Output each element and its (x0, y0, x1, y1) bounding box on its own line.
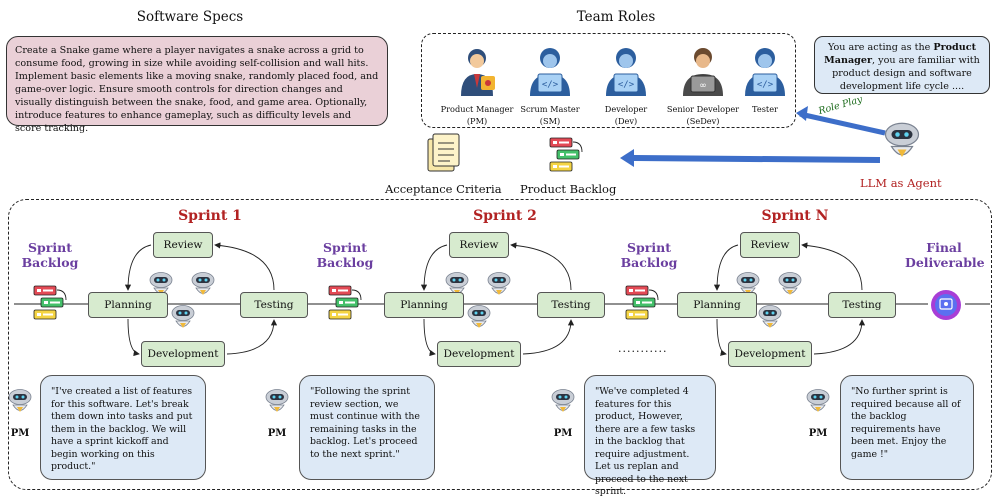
role-abbr: (SeDev) (686, 116, 720, 126)
loop-arrow (214, 242, 275, 291)
phase-testing: Testing (240, 292, 308, 318)
roles-title: Team Roles (576, 9, 656, 25)
loop-arrow (813, 319, 866, 355)
role-name: Scrum Master (520, 104, 580, 114)
llm-agent-robot-icon (884, 122, 920, 158)
final-deliverable-icon (931, 290, 961, 320)
loop-arrow (124, 244, 152, 291)
loop-arrow (801, 242, 863, 291)
developer-icon: </> (606, 48, 646, 96)
phase-review: Review (449, 232, 509, 258)
role-name: Tester (752, 104, 778, 114)
senior-developer-icon: ∞ (683, 48, 723, 96)
svg-text:</>: </> (542, 80, 559, 90)
pm-quote-3: "We've completed 4 features for this pro… (584, 375, 716, 497)
loop-arrow (127, 318, 140, 357)
phase-planning: Planning (88, 292, 168, 318)
scrum-master-icon: </> (530, 48, 570, 96)
phase-review: Review (153, 232, 213, 258)
agent-prompt-prefix: You are acting as the (827, 42, 934, 53)
role-abbr: (Dev) (614, 116, 638, 126)
role-senior-developer: ∞ Senior Developer (SeDev) (658, 44, 748, 126)
role-scrum-master: </> Scrum Master (SM) (510, 44, 590, 126)
agent-prompt-box: You are acting as the Product Manager, y… (814, 36, 990, 94)
product-backlog-label: Product Backlog (520, 182, 617, 196)
loop-arrow (510, 242, 572, 291)
team-roles-box: Product Manager (PM) </> Scrum Master (S… (421, 33, 796, 128)
product-backlog-icon (549, 137, 583, 172)
product-manager-icon (461, 49, 495, 96)
sprint-1-title: Sprint 1 (178, 208, 242, 224)
role-name: Developer (604, 104, 648, 114)
loop-arrow (522, 319, 575, 355)
phase-development: Development (728, 341, 812, 367)
loop-arrow (226, 319, 278, 355)
role-abbr: (SM) (539, 116, 561, 126)
llm-to-backlog-arrow (629, 155, 881, 163)
role-name: Senior Developer (666, 104, 740, 114)
software-specs-box: Create a Snake game where a player navig… (6, 36, 388, 134)
pm-label: PM (10, 428, 30, 439)
phase-testing: Testing (537, 292, 605, 318)
loop-arrow (420, 244, 448, 291)
pm-label: PM (267, 428, 287, 439)
ellipsis: ........... (618, 342, 668, 355)
role-abbr: (PM) (466, 116, 488, 126)
pm-label: PM (808, 428, 828, 439)
phase-review: Review (740, 232, 800, 258)
pm-quote-2: "Following the sprint review section, we… (299, 375, 435, 480)
phase-planning: Planning (677, 292, 757, 318)
loop-arrow (713, 244, 739, 291)
phase-planning: Planning (384, 292, 464, 318)
role-name: Product Manager (440, 104, 514, 114)
role-product-manager: Product Manager (PM) (437, 44, 517, 126)
svg-text:</>: </> (757, 80, 774, 90)
role-tester: </> Tester (725, 44, 805, 114)
loop-arrow (716, 318, 727, 356)
sprint-2-title: Sprint 2 (473, 208, 537, 224)
pm-label: PM (553, 428, 573, 439)
role-play-arrow (799, 111, 886, 136)
role-developer: </> Developer (Dev) (586, 44, 666, 126)
pm-quote-4: "No further sprint is required because a… (840, 375, 974, 480)
agent-prompt-suffix: , you are familiar with product design a… (832, 55, 980, 92)
llm-agent-label: LLM as Agent (860, 176, 942, 190)
phase-testing: Testing (828, 292, 896, 318)
svg-text:</>: </> (618, 80, 635, 90)
svg-text:∞: ∞ (699, 81, 707, 91)
acceptance-criteria-label: Acceptance Criteria (385, 182, 502, 196)
sprint-n-title: Sprint N (761, 208, 829, 224)
pm-quote-1: "I've created a list of features for thi… (40, 375, 206, 480)
sprints-container (8, 199, 992, 490)
phase-development: Development (141, 341, 225, 367)
tester-icon: </> (745, 48, 785, 96)
loop-arrow (423, 318, 436, 357)
acceptance-criteria-icon (427, 133, 460, 172)
specs-title: Software Specs (136, 9, 244, 25)
phase-development: Development (437, 341, 521, 367)
agent-prompt-role: Product Manager (824, 42, 976, 66)
